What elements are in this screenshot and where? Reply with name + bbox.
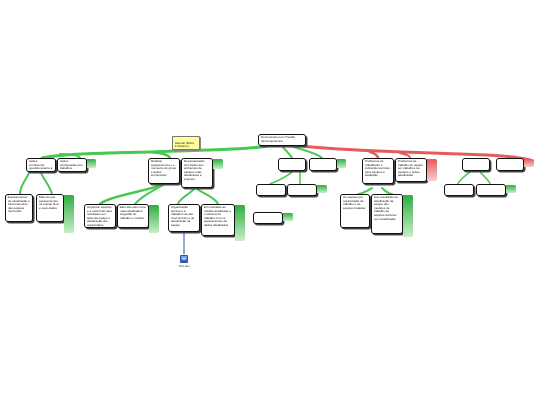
node-r2-tab xyxy=(427,159,437,181)
node-b4-text: Eles são eles como mais atualizados suge… xyxy=(120,205,147,220)
link-r1-f3 xyxy=(357,187,373,195)
node-b2-tab xyxy=(213,159,223,169)
node-f4[interactable]: Aos resultados de atualização da equipe … xyxy=(371,194,403,234)
node-c4[interactable] xyxy=(287,184,317,196)
link-root-mid2 xyxy=(289,145,323,159)
link-root-right xyxy=(298,144,532,162)
node-f2-tab xyxy=(64,195,74,233)
root-node-text: Documentos com Trestão funcionamientos xyxy=(261,135,296,143)
node-a1-text: Ações envolvendo questão quanto à equipe… xyxy=(29,159,53,172)
node-b5[interactable]: Organização técnica e a trabalhos de alt… xyxy=(168,204,200,232)
node-f1[interactable]: Equipamentos de atualização e funcioname… xyxy=(5,194,33,222)
node-b2[interactable]: Reestruturação dos dados aos ambientes d… xyxy=(181,158,213,188)
link-root-mid1 xyxy=(281,145,293,159)
node-b6-tab xyxy=(235,205,245,241)
node-a1[interactable]: Ações envolvendo questão quanto à equipe… xyxy=(26,158,56,172)
node-f1-text: Equipamentos de atualização e funcioname… xyxy=(8,195,30,214)
link-root-r1 xyxy=(368,150,380,160)
node-c2-tab xyxy=(337,159,346,168)
node-b2-text: Reestruturação dos dados aos ambientes d… xyxy=(184,159,205,181)
node-r1-text: Problemas do trabalhador e indicando téc… xyxy=(365,159,390,178)
node-r2[interactable]: Problemas de trabalho de equipe em traba… xyxy=(395,158,427,182)
link-b1-b3 xyxy=(98,182,167,206)
node-b4-tab xyxy=(149,205,159,233)
note-node-text: Alencar (Boris, Fi Alvaro e Montserrat) … xyxy=(175,140,195,150)
node-b3-text: Organizar equipes e a meta final para re… xyxy=(87,205,112,227)
node-b5-text: Organização técnica e a trabalhos de alt… xyxy=(171,205,195,227)
document-icon[interactable]: W xyxy=(180,255,188,263)
node-f3-text: As equipes por organização de trabalho e… xyxy=(343,195,366,210)
node-c2[interactable] xyxy=(309,158,337,171)
node-r4-tab xyxy=(524,159,534,167)
node-f4-text: Aos resultados de atualização da equipe … xyxy=(374,195,399,221)
link-root-left-2 xyxy=(148,150,172,160)
link-b1-b4 xyxy=(134,183,166,205)
node-r4[interactable] xyxy=(496,158,524,171)
node-c1[interactable] xyxy=(278,158,306,171)
node-b1[interactable]: Realizar equipamentos e o momento do gru… xyxy=(148,158,180,184)
node-r6[interactable] xyxy=(476,184,506,196)
link-right-small-2 xyxy=(479,171,491,185)
link-b2-b5 xyxy=(177,187,196,205)
node-b1-text: Realizar equipamentos e o momento do gru… xyxy=(151,159,177,178)
link-root-a2 xyxy=(59,153,81,159)
node-f2[interactable]: Mais do que equipamentos na equipe final… xyxy=(36,194,64,222)
node-r6-tab xyxy=(506,185,516,193)
node-f2-text: Mais do que equipamentos na equipe final… xyxy=(39,195,59,210)
node-b4[interactable]: Eles são eles como mais atualizados suge… xyxy=(117,204,149,228)
note-node[interactable]: Alencar (Boris, Fi Alvaro e Montserrat) … xyxy=(172,136,200,150)
node-f4-tab xyxy=(403,195,413,237)
node-r3[interactable] xyxy=(462,158,490,171)
node-c4-tab xyxy=(317,185,327,193)
node-c5[interactable] xyxy=(253,212,283,224)
link-a1-f1 xyxy=(19,170,31,195)
node-r1[interactable]: Problemas do trabalhador e indicando téc… xyxy=(362,158,394,184)
node-b6[interactable]: Em resultado ao modelo atualizado e o si… xyxy=(201,204,235,236)
node-b3[interactable]: Organizar equipes e a meta final para re… xyxy=(84,204,116,228)
link-b2-b6 xyxy=(194,187,219,205)
link-right-small xyxy=(457,171,471,185)
node-c5-tab xyxy=(283,213,293,221)
link-root-r2 xyxy=(399,152,411,159)
link-a1-f2 xyxy=(39,170,53,195)
link-r1-f4 xyxy=(381,187,393,195)
node-r5[interactable] xyxy=(444,184,474,196)
node-r2-text: Problemas de trabalho de equipe em traba… xyxy=(398,159,423,178)
root-node[interactable]: Documentos com Trestão funcionamientos xyxy=(258,134,306,146)
node-a2[interactable]: Ações pesquisadas dos trabalhos existent… xyxy=(57,158,87,172)
node-c3[interactable] xyxy=(256,184,286,196)
node-a2-text: Ações pesquisadas dos trabalhos existent… xyxy=(60,159,83,172)
node-f3[interactable]: As equipes por organização de trabalho e… xyxy=(340,194,370,228)
node-a2-tab xyxy=(87,159,96,168)
node-b6-text: Em resultado ao modelo atualizado e o si… xyxy=(204,205,231,227)
link-mid-row2a xyxy=(269,171,293,185)
file-label: Text.doc xyxy=(178,264,190,268)
